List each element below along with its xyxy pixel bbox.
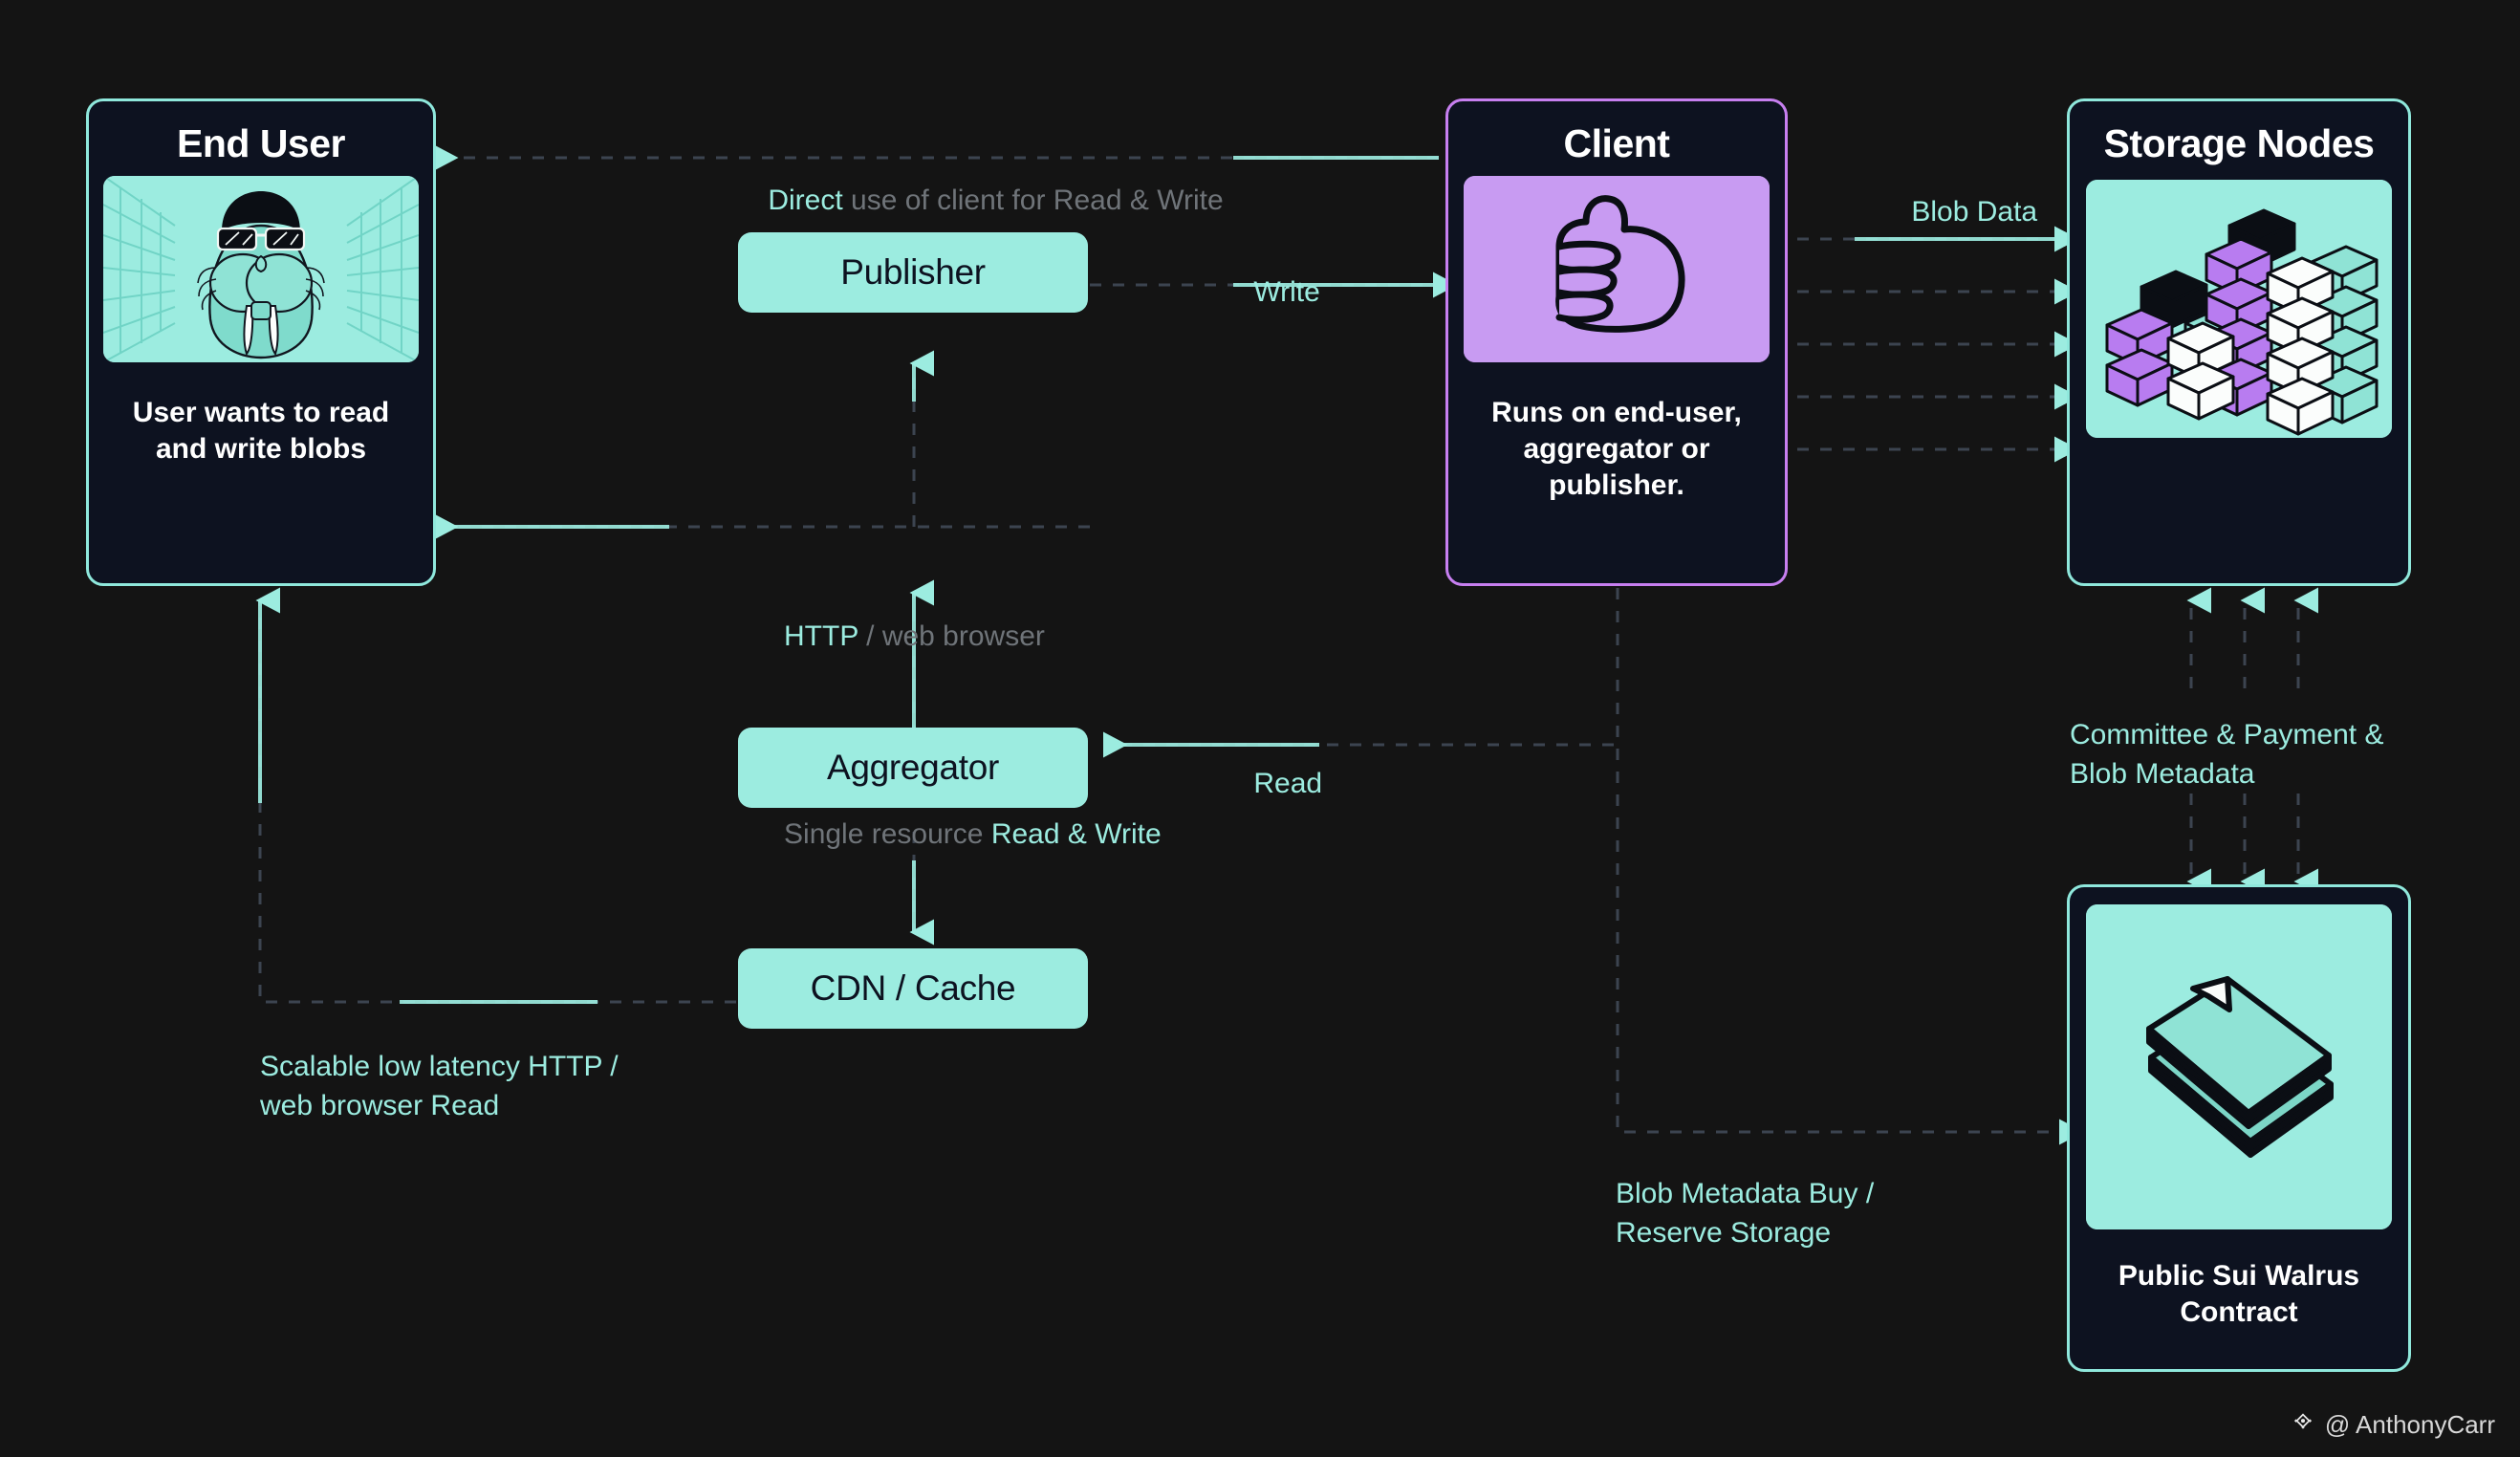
box-publisher[interactable]: Publisher bbox=[738, 232, 1088, 313]
label-direct-use: Direct use of client for Read & Write bbox=[736, 141, 1224, 260]
walrus-illustration bbox=[103, 176, 419, 363]
label-scalable-read-text: Scalable low latency HTTP / web browser … bbox=[260, 1051, 619, 1122]
card-caption-client: Runs on end-user, aggregator or publishe… bbox=[1491, 397, 1742, 501]
box-cdn-cache-label: CDN / Cache bbox=[810, 968, 1016, 1008]
card-sui-contract[interactable]: Public Sui Walrus Contract bbox=[2067, 884, 2411, 1372]
card-storage-nodes[interactable]: Storage Nodes bbox=[2067, 98, 2411, 586]
box-aggregator[interactable]: Aggregator bbox=[738, 728, 1088, 808]
label-read-text: Read bbox=[1253, 768, 1323, 800]
diamond-logo-icon bbox=[2293, 1412, 2312, 1429]
watermark: @ AnthonyCarr bbox=[2291, 1410, 2495, 1440]
label-write: Write bbox=[1222, 233, 1320, 352]
card-title-storage-nodes: Storage Nodes bbox=[2103, 121, 2375, 165]
label-single-resource: Single resource bbox=[784, 818, 991, 851]
card-end-user[interactable]: End User bbox=[86, 98, 436, 586]
box-cdn-cache[interactable]: CDN / Cache bbox=[738, 948, 1088, 1029]
label-blob-metadata-text: Blob Metadata Buy / Reserve Storage bbox=[1616, 1178, 1875, 1250]
label-direct-accent: Direct bbox=[768, 185, 843, 217]
label-http-rest: / web browser bbox=[858, 620, 1045, 653]
label-committee-payment-text: Committee & Payment & Blob Metadata bbox=[2070, 719, 2384, 791]
box-publisher-label: Publisher bbox=[840, 252, 986, 292]
card-caption-sui-contract: Public Sui Walrus Contract bbox=[2118, 1260, 2360, 1328]
card-caption-end-user: User wants to read and write blobs bbox=[132, 397, 390, 466]
stacked-documents-illustration bbox=[2086, 904, 2392, 1229]
label-blob-data: Blob Data bbox=[1879, 153, 2037, 272]
label-blob-metadata-buy: Blob Metadata Buy / Reserve Storage bbox=[1616, 1174, 1960, 1253]
watermark-handle: @ AnthonyCarr bbox=[2324, 1410, 2495, 1439]
label-committee-payment: Committee & Payment & Blob Metadata bbox=[2070, 715, 2433, 794]
card-title-client: Client bbox=[1563, 121, 1670, 165]
label-direct-rest: use of client for Read & Write bbox=[842, 185, 1224, 217]
label-scalable-read: Scalable low latency HTTP / web browser … bbox=[260, 1047, 671, 1126]
box-aggregator-label: Aggregator bbox=[826, 748, 1000, 787]
thumbs-up-fist-illustration bbox=[1464, 176, 1770, 363]
card-title-end-user: End User bbox=[177, 121, 346, 165]
label-read: Read bbox=[1222, 725, 1322, 843]
label-read-write-accent: Read & Write bbox=[990, 818, 1162, 851]
card-client[interactable]: Client Runs on end-user, aggregator or p… bbox=[1445, 98, 1788, 586]
label-blob-data-text: Blob Data bbox=[1911, 196, 2038, 228]
label-http-web-browser: HTTP / web browser Single resource Read … bbox=[736, 498, 1162, 973]
label-write-text: Write bbox=[1253, 276, 1320, 309]
stacked-server-cubes-illustration bbox=[2086, 180, 2392, 439]
label-http-accent: HTTP bbox=[784, 620, 858, 653]
